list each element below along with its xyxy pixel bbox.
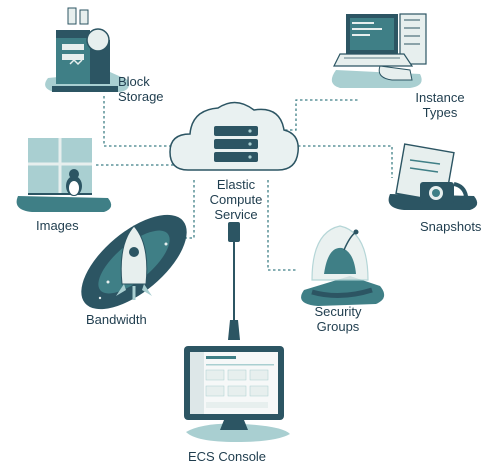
snapshots-icon (388, 143, 478, 210)
images-icon (16, 138, 112, 212)
connector-instance-types (275, 99, 358, 131)
snapshots-label: Snapshots (420, 219, 482, 234)
security-groups-icon (301, 225, 385, 306)
bandwidth-icon (81, 214, 187, 310)
ecs-console-label: ECS Console (188, 449, 267, 464)
security-groups-label: Security Groups (314, 304, 362, 334)
block-storage-icon (45, 7, 129, 92)
console-cable (228, 222, 240, 340)
connector-snapshots (288, 145, 393, 178)
connector-security-groups (267, 180, 298, 271)
ecs-cloud-icon (169, 101, 299, 171)
ecs-console-icon (184, 346, 290, 442)
block-storage-label: Block Storage (118, 74, 164, 104)
bandwidth-label: Bandwidth (86, 312, 147, 327)
images-label: Images (36, 218, 79, 233)
instance-types-icon (331, 13, 427, 88)
ecs-center-label: Elastic Compute Service (209, 177, 263, 222)
connector-block-storage (103, 96, 188, 147)
instance-types-label: Instance Types (415, 90, 465, 120)
